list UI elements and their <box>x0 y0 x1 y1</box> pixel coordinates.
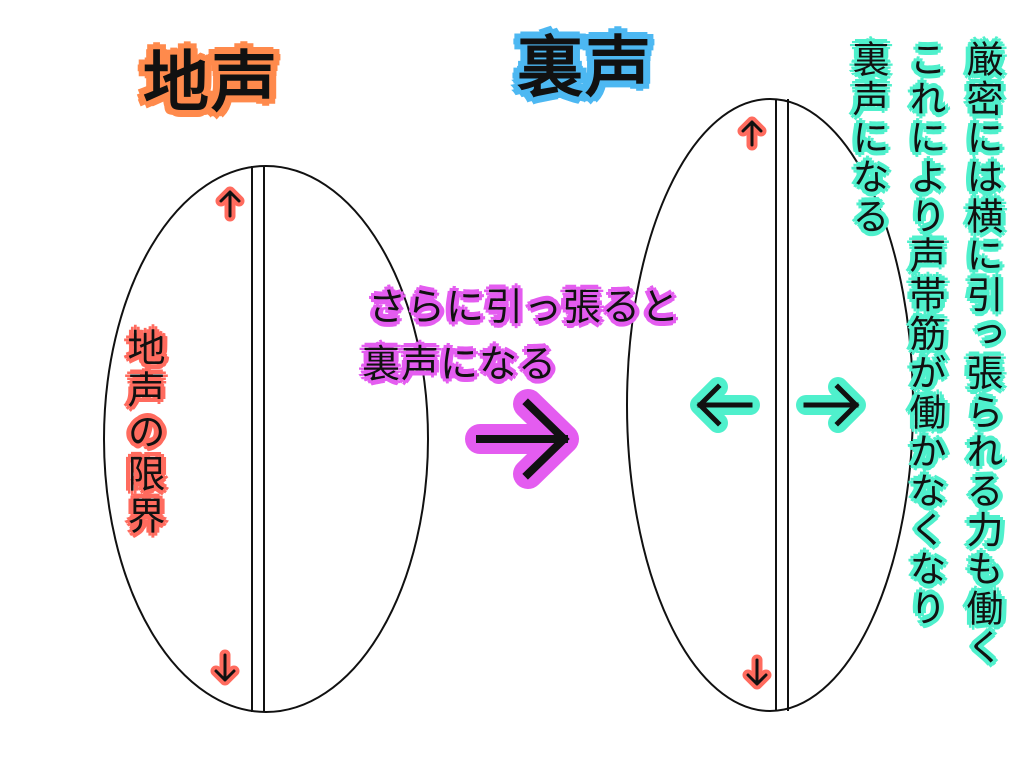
note-column-2: これにより声帯筋が働かなくなり <box>903 40 946 628</box>
note-column-3: 裏声になる <box>846 40 889 236</box>
right-down-arrow-icon <box>742 654 772 690</box>
right-up-arrow-icon <box>737 116 767 151</box>
transition-caption-line1: さらに引っ張ると <box>368 285 681 329</box>
transition-right-arrow-icon <box>465 389 579 489</box>
chest-voice-limit-label: 地声の限界 <box>121 328 165 538</box>
lateral-left-arrow-icon <box>690 377 760 433</box>
left-vocal-fold-ellipse <box>103 165 429 713</box>
chest-voice-title: 地声 <box>143 44 279 121</box>
right-vocal-fold-ellipse <box>626 98 914 712</box>
left-up-arrow-icon <box>215 186 245 222</box>
transition-caption-line2: 裏声になる <box>362 342 558 386</box>
head-voice-title: 裏声 <box>517 29 653 106</box>
lateral-right-arrow-icon <box>796 377 866 433</box>
note-column-1: 厳密には横に引っ張られる力も働く <box>960 40 1003 668</box>
left-down-arrow-icon <box>210 649 240 686</box>
